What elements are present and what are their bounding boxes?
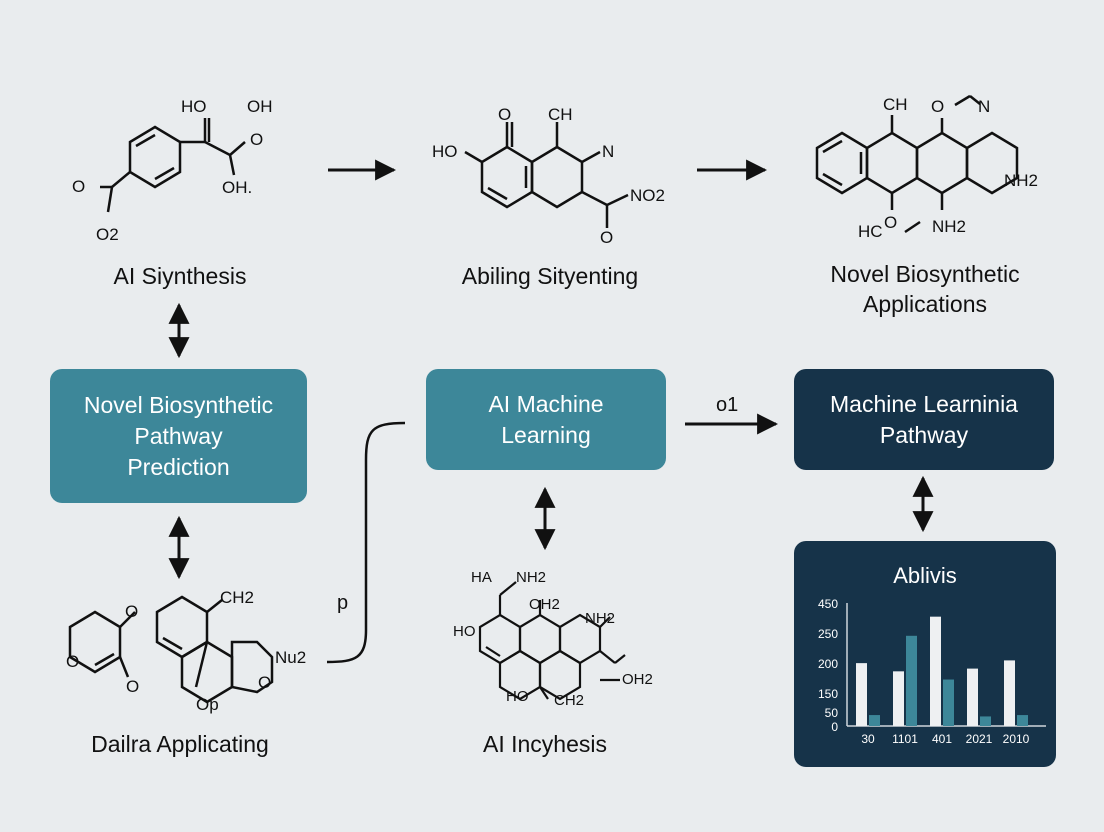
svg-text:CH: CH [883, 95, 908, 114]
molecule-3 [815, 94, 1019, 234]
molecule-1-labels: HO OH O OH. O O2 [72, 97, 273, 244]
svg-text:Op: Op [196, 695, 219, 714]
svg-text:CH: CH [548, 105, 573, 124]
svg-text:N: N [978, 97, 990, 116]
chart-title: Ablivis [893, 563, 957, 588]
svg-text:O: O [66, 652, 79, 671]
ml-pathway-box-line-2: Pathway [879, 421, 969, 448]
chart-x-labels: 30 1101 401 2021 2010 [861, 732, 1029, 746]
svg-text:N: N [602, 142, 614, 161]
svg-text:HC: HC [858, 222, 883, 241]
svg-text:NH2: NH2 [1004, 171, 1038, 190]
svg-text:O: O [250, 130, 263, 149]
bar-series-1-1 [893, 671, 904, 726]
molecule-2-labels: CH O N HO NO2 O [432, 105, 665, 247]
molecule-4-labels: CH2 O Nu2 O O O Op [66, 588, 306, 714]
x-tick-label: 1101 [892, 732, 918, 746]
molecule-1 [100, 118, 246, 213]
prediction-box: Novel Biosynthetic Pathway Prediction [50, 369, 307, 503]
label-novel-applications-line-2: Applications [862, 291, 988, 317]
chart-panel: Ablivis 450 250 200 150 500 30 1101 401 2021 201… [794, 541, 1056, 767]
bracket-connector [326, 421, 406, 664]
molecule-5 [478, 581, 626, 701]
svg-text:O: O [126, 677, 139, 696]
arrow-middle-label: o1 [716, 394, 738, 416]
svg-text:O: O [258, 673, 271, 692]
bar-series-2-1 [906, 635, 917, 726]
ml-box-line-2: Learning [501, 421, 591, 448]
label-ai-incyhesis: AI Incyhesis [483, 731, 607, 757]
bar-series-2-3 [980, 716, 991, 726]
prediction-box-line-2: Pathway [134, 422, 223, 449]
bar-series-1-3 [967, 668, 978, 726]
x-tick-label: 2010 [1003, 732, 1030, 746]
svg-text:OH.: OH. [222, 178, 252, 197]
molecule-2 [464, 122, 629, 228]
ml-pathway-box: Machine Learninia Pathway [794, 369, 1054, 470]
svg-text:HA: HA [471, 569, 492, 586]
prediction-box-line-3: Prediction [127, 453, 230, 480]
bar-series-2-2 [943, 679, 954, 726]
label-novel-applications-line-1: Novel Biosynthetic [830, 261, 1020, 287]
bar-series-1-4 [1004, 660, 1015, 726]
svg-text:O: O [125, 602, 138, 621]
ml-box: AI Machine Learning [426, 369, 666, 470]
svg-text:Nu2: Nu2 [275, 648, 306, 667]
svg-text:NH2: NH2 [516, 569, 546, 586]
y-tick-label: 150 [818, 687, 838, 701]
x-tick-label: 30 [861, 732, 875, 746]
bar-series-1-2 [930, 616, 941, 726]
svg-text:HO: HO [453, 623, 476, 640]
bar-series-1-0 [856, 663, 867, 726]
chart-y-ticks: 450 250 200 150 500 [818, 597, 838, 734]
bar-series-2-4 [1017, 715, 1028, 726]
svg-text:CH2: CH2 [554, 692, 584, 709]
y-tick-label: 450 [818, 597, 838, 611]
svg-text:O: O [498, 105, 511, 124]
y-tick-label: 200 [818, 657, 838, 671]
svg-text:CH2: CH2 [220, 588, 254, 607]
svg-text:O: O [72, 177, 85, 196]
x-tick-label: 2021 [966, 732, 993, 746]
label-abiling: Abiling Sityenting [461, 263, 639, 289]
molecule-5-labels: HA NH2 OH2 NH2 HO HO CH2 OH2 [453, 569, 653, 709]
molecule-3-labels: CH O N NH2 HC O NH2 [858, 95, 1038, 241]
x-tick-label: 401 [932, 732, 952, 746]
svg-text:HO: HO [506, 688, 529, 705]
svg-text:OH: OH [247, 97, 273, 116]
svg-text:OH2: OH2 [622, 671, 653, 688]
molecule-4 [68, 595, 274, 704]
svg-text:O2: O2 [96, 225, 119, 244]
y-tick-label: 250 [818, 627, 838, 641]
y-tick-label: 0 [831, 720, 838, 734]
svg-text:OH2: OH2 [529, 596, 560, 613]
label-novel-applications: Novel Biosynthetic Applications [780, 259, 1070, 319]
bar-series-2-0 [869, 715, 880, 726]
svg-text:HO: HO [181, 97, 207, 116]
ml-box-line-1: AI Machine [488, 390, 604, 417]
bracket-label: p [337, 592, 348, 614]
svg-text:O: O [600, 228, 613, 247]
svg-text:NO2: NO2 [630, 186, 665, 205]
y-tick-label: 50 [825, 706, 839, 720]
label-dailra: Dailra Applicating [91, 731, 269, 757]
svg-text:O: O [931, 97, 944, 116]
chart-bars [856, 616, 1028, 726]
svg-text:O: O [884, 213, 897, 232]
svg-text:HO: HO [432, 142, 458, 161]
ml-pathway-box-line-1: Machine Learninia [830, 390, 1018, 417]
prediction-box-line-1: Novel Biosynthetic [83, 391, 274, 418]
label-ai-synthesis: AI Siynthesis [113, 263, 247, 289]
svg-text:NH2: NH2 [932, 217, 966, 236]
svg-text:NH2: NH2 [585, 610, 615, 627]
